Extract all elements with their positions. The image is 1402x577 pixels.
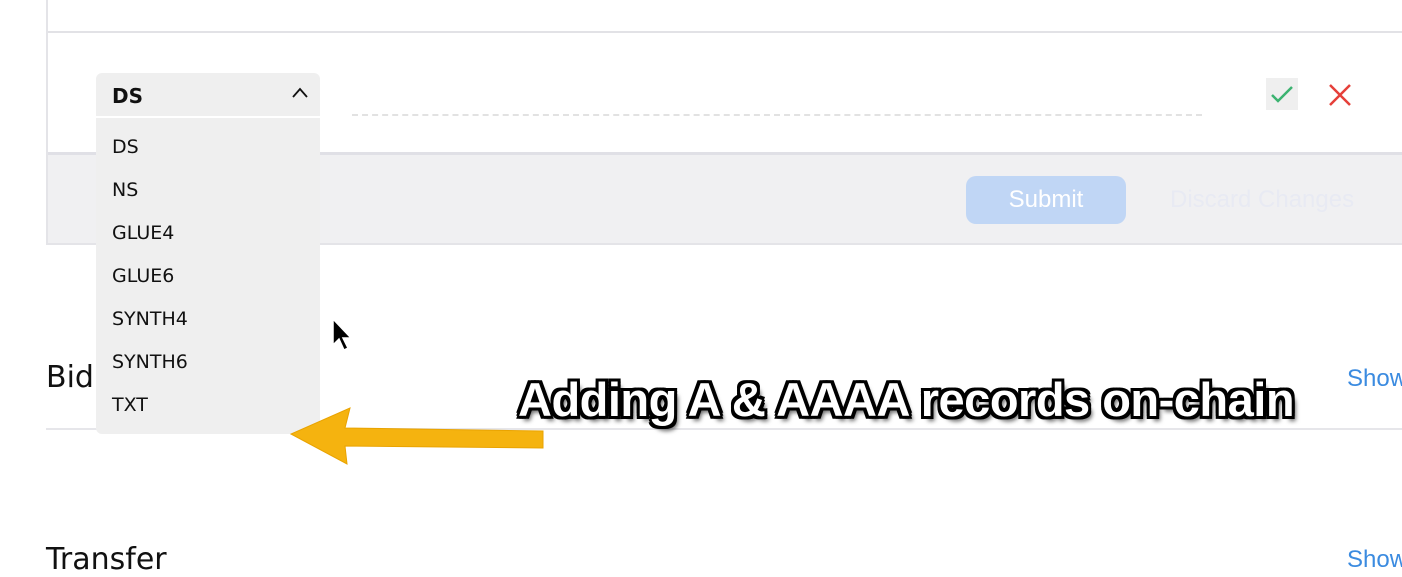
annotation-caption: Adding A & AAAA records on-chain: [518, 373, 1295, 426]
menu-item-glue6[interactable]: GLUE6: [112, 265, 175, 287]
confirm-button[interactable]: [1266, 78, 1298, 110]
menu-item-ns[interactable]: NS: [112, 179, 139, 201]
menu-item-txt[interactable]: TXT: [112, 394, 148, 416]
arrow-annotation-icon: [289, 407, 544, 465]
show-bid-link[interactable]: Show: [1347, 365, 1402, 392]
menu-item-synth4[interactable]: SYNTH4: [112, 308, 188, 330]
mouse-cursor-icon: [332, 318, 353, 352]
divider: [46, 428, 1402, 430]
show-transfer-link[interactable]: Show: [1347, 546, 1402, 573]
menu-item-synth6[interactable]: SYNTH6: [112, 351, 188, 373]
menu-item-ds[interactable]: DS: [112, 136, 139, 158]
chevron-up-icon: [292, 87, 308, 98]
discard-changes-button[interactable]: Discard Changes: [1170, 186, 1355, 213]
submit-button[interactable]: Submit: [966, 176, 1126, 224]
new-record-row: [48, 33, 1402, 155]
menu-item-glue4[interactable]: GLUE4: [112, 222, 175, 244]
close-icon: [1329, 84, 1351, 106]
selected-type: DS: [112, 84, 144, 108]
record-value-input[interactable]: [352, 114, 1202, 116]
record-row: [48, 0, 1402, 33]
record-type-select[interactable]: DS: [96, 73, 320, 116]
section-title-transfer: Transfer: [46, 542, 167, 577]
check-icon: [1271, 86, 1293, 103]
cancel-button[interactable]: [1326, 82, 1354, 110]
record-type-menu: DS NS GLUE4 GLUE6 SYNTH4 SYNTH6 TXT: [96, 118, 320, 434]
section-title-bid: Bid: [46, 360, 94, 395]
